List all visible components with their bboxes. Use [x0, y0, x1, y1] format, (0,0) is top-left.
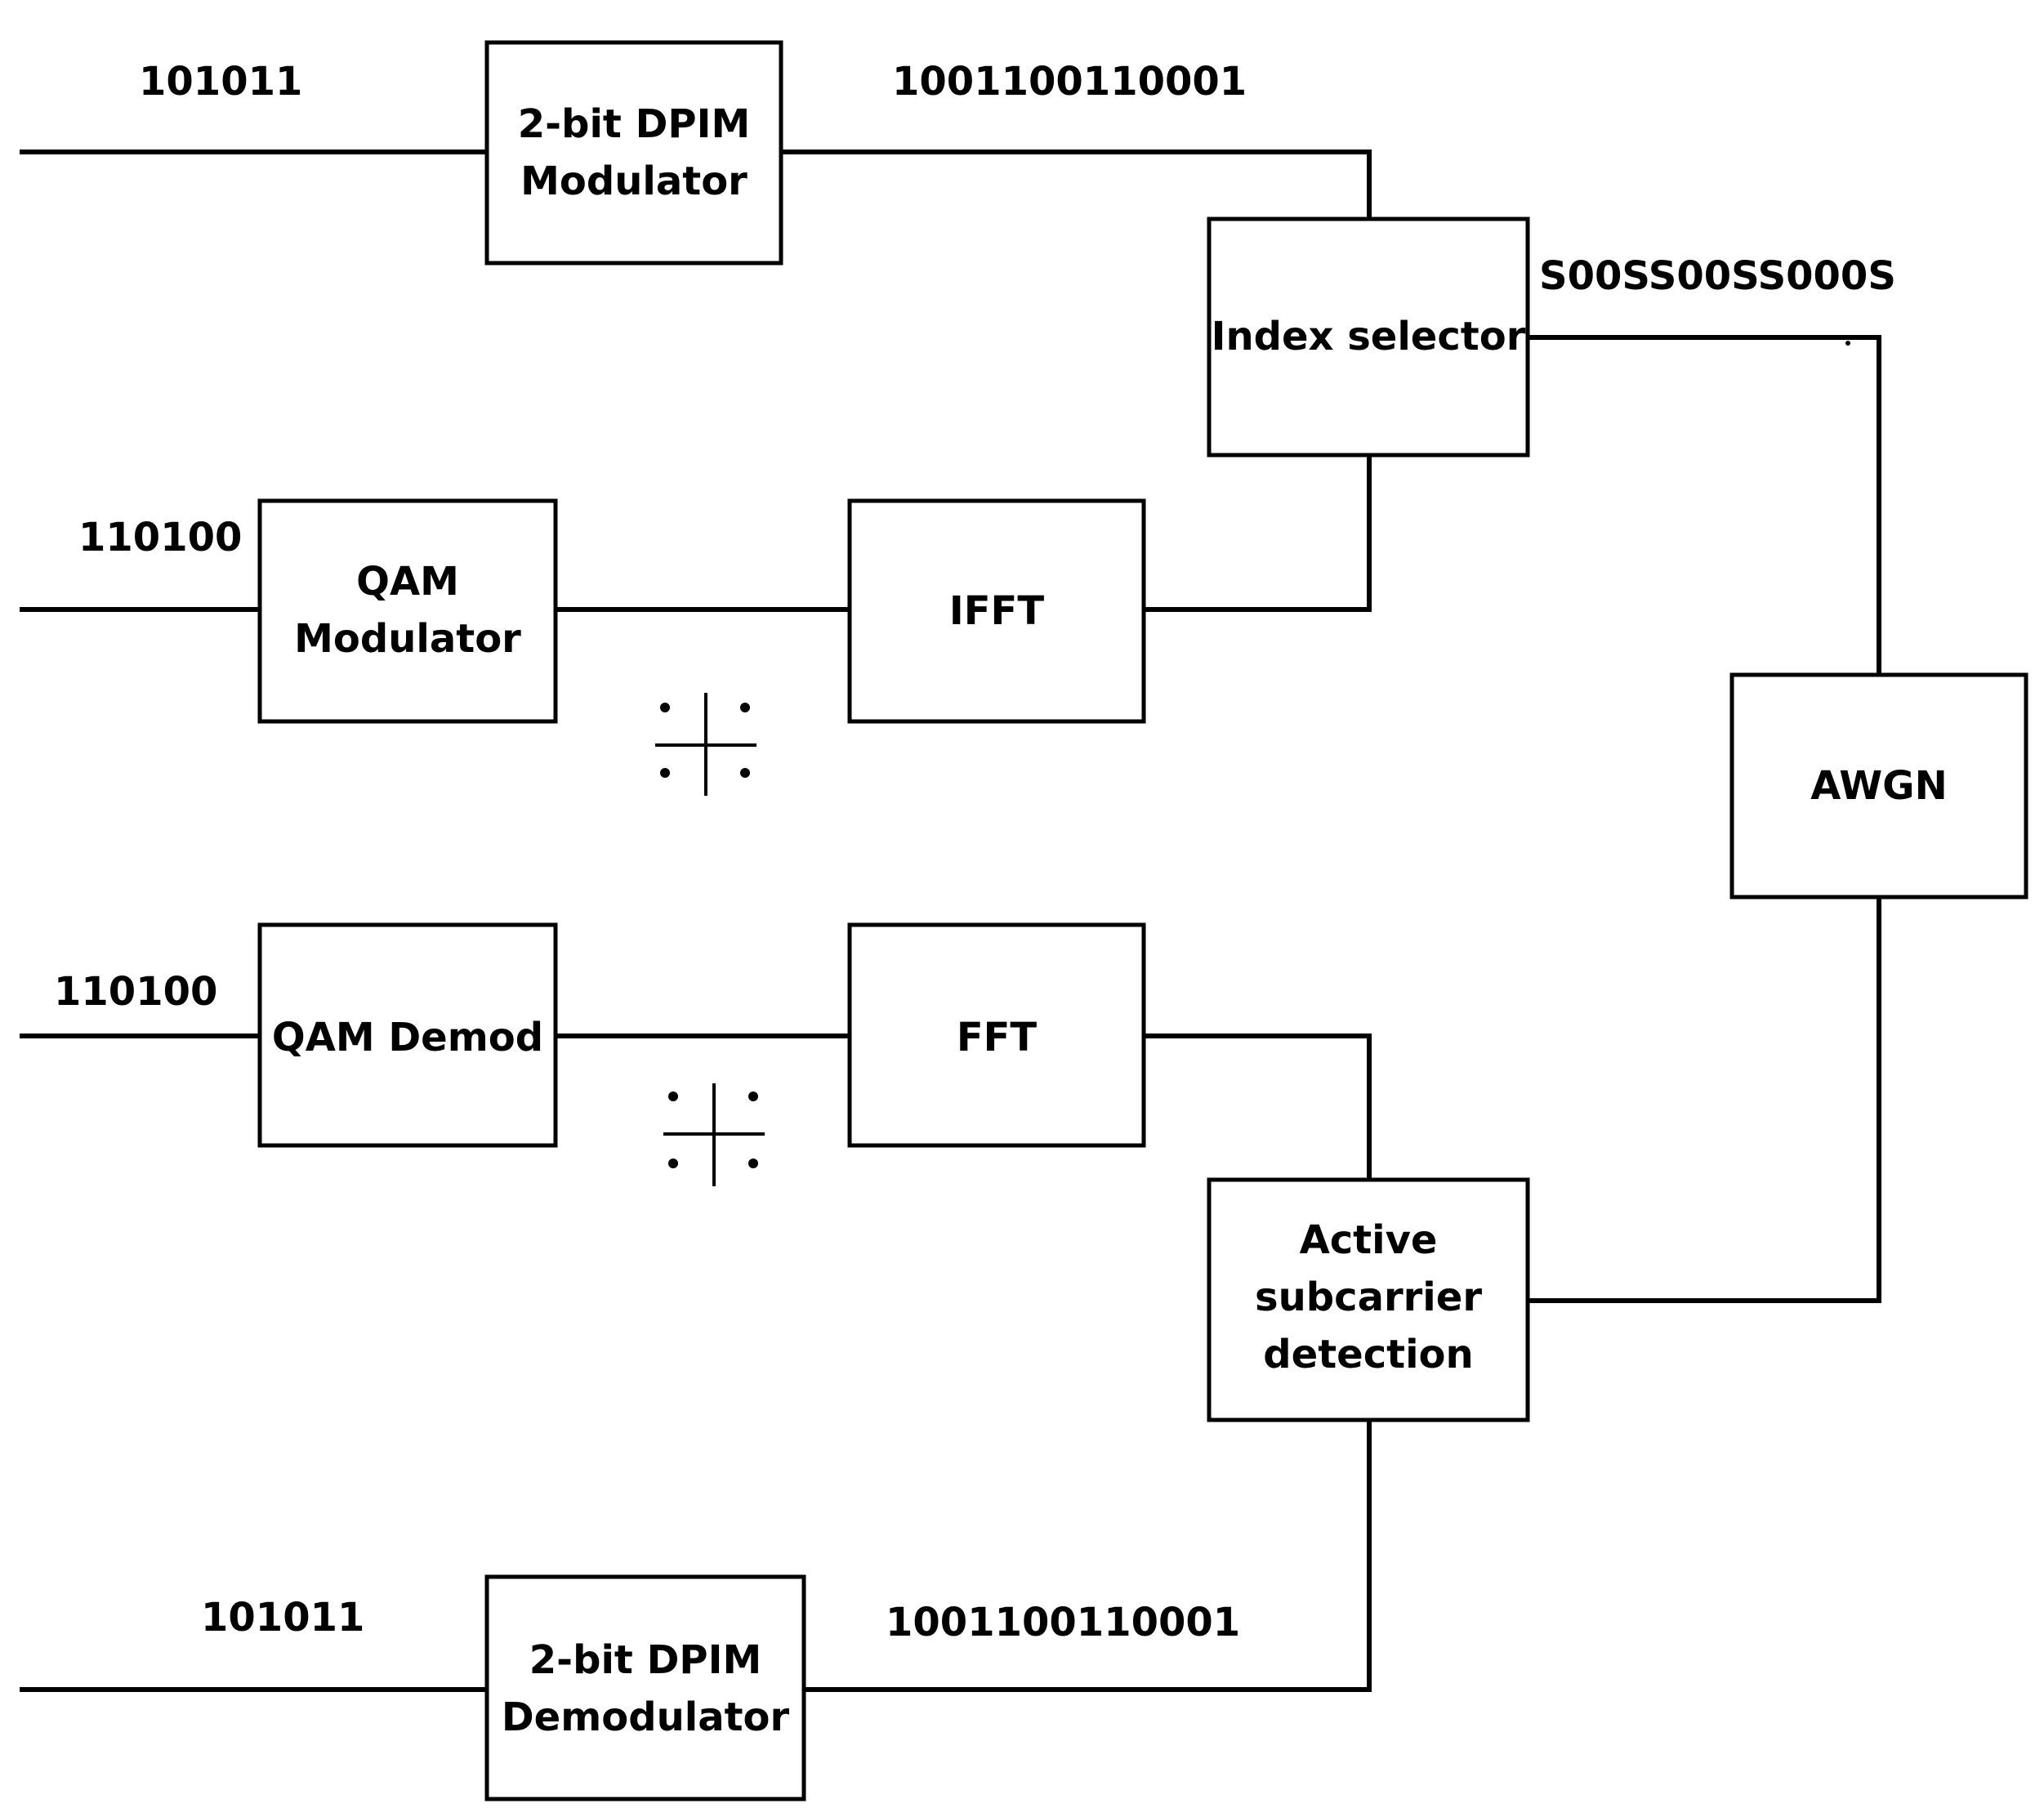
signal-label-rx-dpim-input: 1001100110001	[886, 1600, 1240, 1645]
dpim-demodulator-label-line1: 2-bit DPIM	[529, 1637, 761, 1683]
awgn-block: AWGN	[1729, 672, 2028, 900]
fft-label: FFT	[957, 1015, 1038, 1060]
active-detection-label-line1: Active	[1300, 1217, 1438, 1263]
signal-label-selector-output: S00SS00SS000S	[1539, 253, 1896, 299]
qam-modulator-label-line1: QAM	[356, 559, 459, 605]
active-detection-label-line3: detection	[1263, 1332, 1473, 1377]
index-selector-block: Index selector	[1207, 217, 1530, 458]
qam-demodulator-block: QAM Demod	[257, 922, 558, 1148]
dpim-modulator-block: 2-bit DPIM Modulator	[484, 40, 783, 266]
ifft-block: IFFT	[847, 498, 1146, 724]
wire-awgn-to-detection	[1528, 897, 1881, 1303]
wire-detection-to-dpim-demod	[804, 1420, 1372, 1692]
signal-label-rx-qam-output: 110100	[54, 969, 217, 1015]
signal-label-tx-dpim-input: 101011	[139, 59, 302, 105]
signal-label-tx-dpim-output: 1001100110001	[892, 59, 1247, 105]
wire-fft-to-detection	[1144, 1034, 1372, 1180]
fft-block: FFT	[847, 922, 1146, 1148]
junction-dot	[1845, 341, 1850, 346]
qam-modulator-label-line2: Modulator	[294, 616, 521, 662]
ifft-label: IFFT	[949, 588, 1044, 634]
qam-demodulator-label: QAM Demod	[272, 1015, 543, 1060]
index-selector-label: Index selector	[1212, 314, 1526, 359]
qam-constellation-icon-tx	[655, 693, 756, 796]
wire-selector-to-awgn	[1528, 335, 1881, 675]
active-subcarrier-detection-block: Active subcarrier detection	[1207, 1177, 1530, 1422]
signal-label-tx-qam-input: 110100	[78, 515, 242, 560]
awgn-label: AWGN	[1810, 763, 1948, 809]
wire-ifft-to-selector	[1144, 455, 1372, 612]
wire-dpim-to-selector	[781, 150, 1372, 219]
dpim-modulator-label-line1: 2-bit DPIM	[518, 101, 750, 147]
signal-label-rx-dpim-output: 101011	[201, 1595, 364, 1641]
dpim-modulator-label-line2: Modulator	[520, 158, 748, 204]
dpim-demodulator-label-line2: Demodulator	[502, 1694, 790, 1740]
active-detection-label-line2: subcarrier	[1255, 1275, 1482, 1320]
qam-modulator-block: QAM Modulator	[257, 498, 558, 724]
dpim-demodulator-block: 2-bit DPIM Demodulator	[484, 1574, 806, 1801]
qam-constellation-icon-rx	[663, 1083, 765, 1186]
